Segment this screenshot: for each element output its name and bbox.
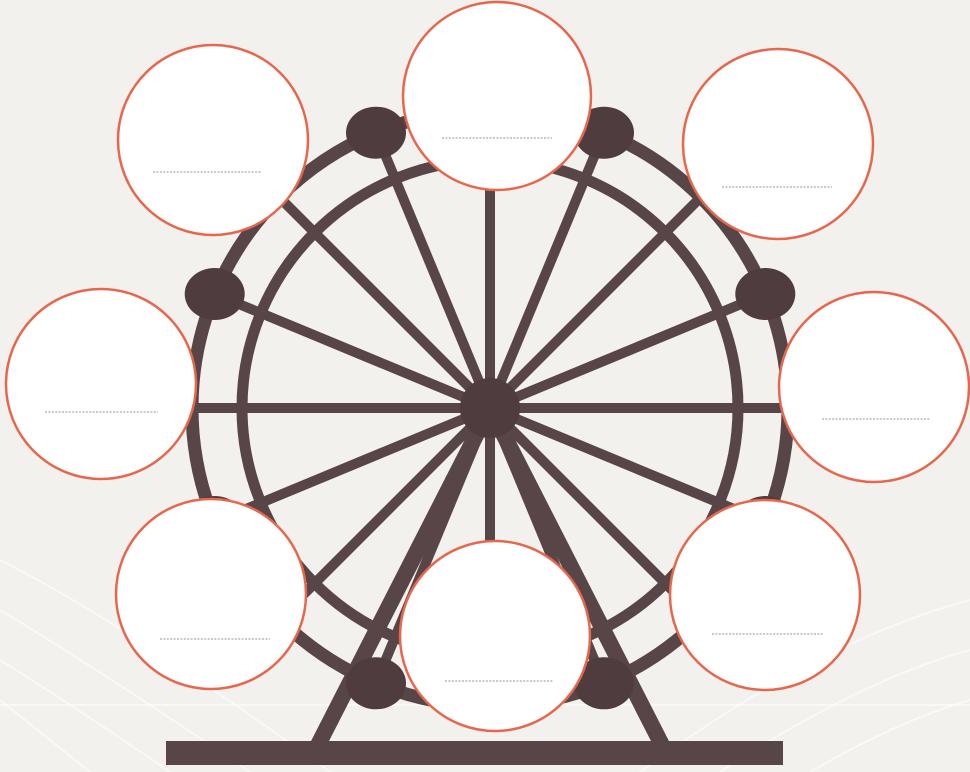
bubble-bottom: [400, 541, 590, 731]
bubble-right: [779, 292, 969, 482]
ground-base: [166, 741, 783, 765]
cabin: [346, 107, 406, 159]
bubble-top: [403, 2, 591, 190]
cabin: [346, 657, 406, 709]
bubble-left: [6, 289, 196, 479]
cabin: [735, 268, 795, 320]
cabin: [185, 268, 245, 320]
hub: [460, 378, 520, 438]
bubble-upper-left: [118, 45, 308, 235]
bubble-lower-right: [670, 500, 860, 690]
bubble-upper-right: [683, 49, 873, 239]
bubble-lower-left: [116, 499, 306, 689]
